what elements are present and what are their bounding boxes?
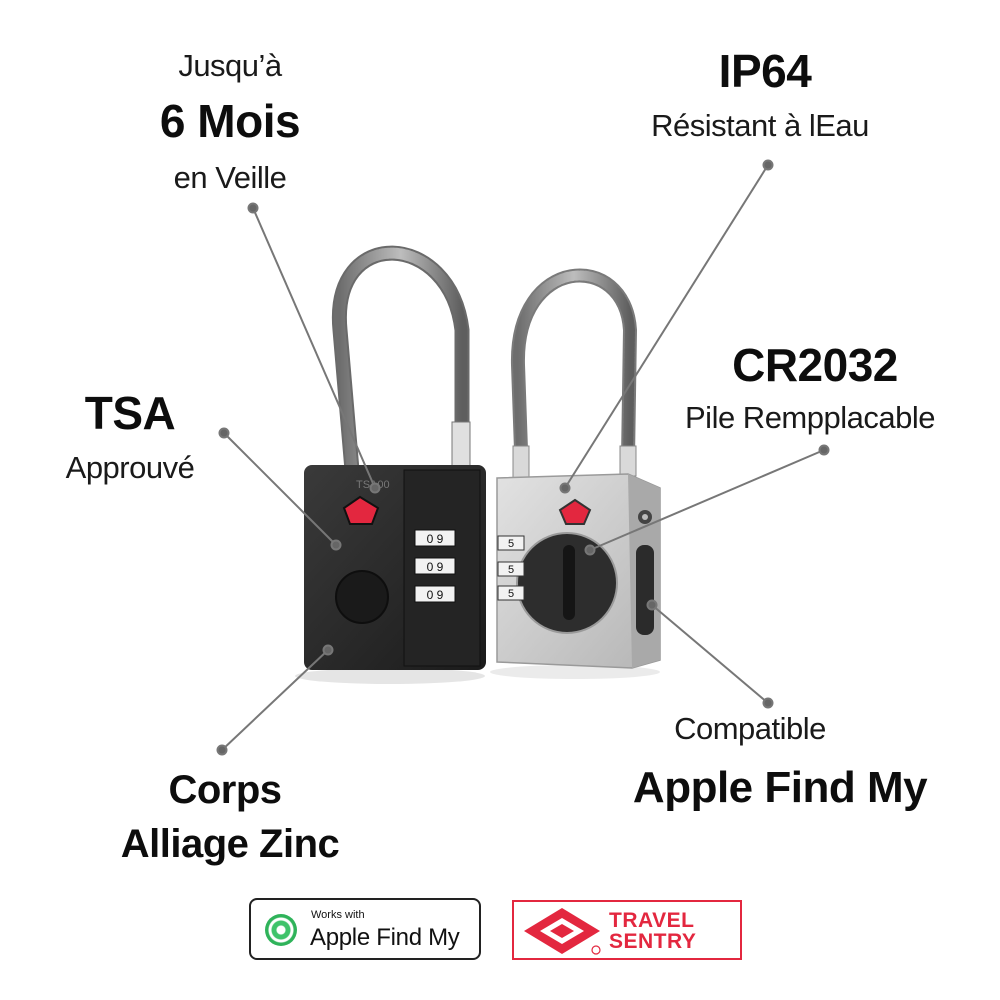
tsa-subtitle: Approuvé: [65, 450, 195, 485]
findmy-icon: [265, 914, 297, 946]
findmy-line1: Compatible: [674, 711, 826, 746]
standby-line2: 6 Mois: [159, 95, 301, 147]
body-line2: Alliage Zinc: [120, 822, 340, 866]
standby-line1: Jusqu’à: [178, 48, 282, 83]
cr2032-subtitle: Pile Rempplacable: [685, 400, 935, 435]
black-lock: TSA00 0 9 0 9 0 9: [304, 245, 486, 670]
findmy-badge: Works with Apple Find My: [249, 898, 481, 960]
travel-sentry-diamond-icon: [524, 908, 601, 955]
silver-dial-1[interactable]: 5: [508, 538, 514, 550]
black-dial-3[interactable]: 0 9: [427, 588, 444, 602]
ip64-subtitle: Résistant à lEau: [651, 108, 869, 143]
findmy-badge-big: Apple Find My: [310, 924, 460, 951]
travel-sentry-line2: SENTRY: [609, 930, 697, 953]
black-dial-1[interactable]: 0 9: [427, 532, 444, 546]
tsa-title: TSA: [84, 387, 176, 439]
standby-line3: en Veille: [173, 160, 287, 195]
body-line1: Corps: [168, 768, 282, 812]
travel-sentry-line1: TRAVEL: [609, 909, 695, 932]
leader-lines: [216, 159, 830, 756]
silver-dial-3[interactable]: 5: [508, 588, 514, 600]
travel-sentry-badge: TRAVEL SENTRY: [512, 900, 742, 960]
silver-lock: 5 5 5: [496, 268, 661, 669]
cr2032-title: CR2032: [732, 339, 898, 391]
ip64-title: IP64: [718, 45, 812, 97]
findmy-line2: Apple Find My: [632, 763, 928, 812]
findmy-badge-small: Works with: [311, 909, 365, 921]
black-dial-2[interactable]: 0 9: [427, 560, 444, 574]
silver-dial-2[interactable]: 5: [508, 564, 514, 576]
